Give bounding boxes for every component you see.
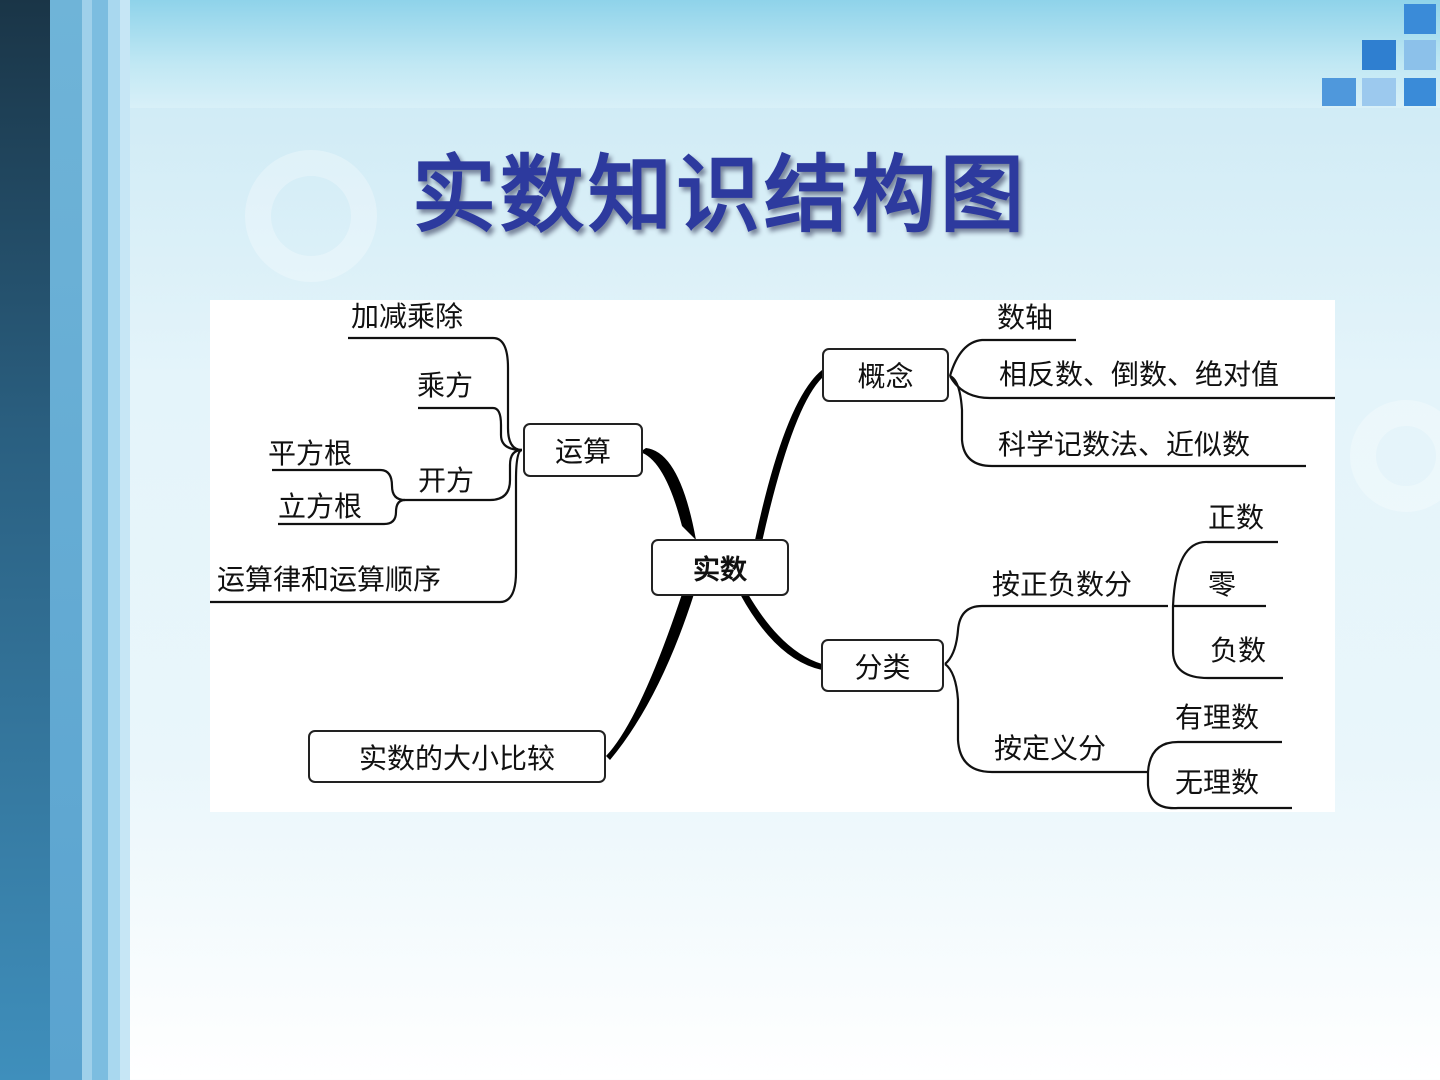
trunk-classification	[740, 594, 822, 670]
label-cube-root: 立方根	[278, 490, 363, 523]
label-number-line: 数轴	[997, 301, 1054, 334]
deco-square	[1362, 78, 1396, 106]
connector	[948, 338, 1076, 377]
node-comparison: 实数的大小比较	[308, 730, 606, 783]
connector	[278, 498, 406, 526]
connector	[1146, 740, 1282, 773]
deco-square	[1362, 40, 1396, 70]
connector	[944, 604, 1168, 665]
connector	[949, 374, 1306, 468]
top-banner	[130, 0, 1440, 108]
connector	[1171, 540, 1278, 607]
connector	[405, 448, 523, 502]
node-classification: 分类	[821, 639, 944, 692]
sidebar-stripe	[92, 0, 108, 1080]
sidebar-stripe	[120, 0, 130, 1080]
connector-lines	[210, 336, 1335, 810]
sidebar-stripe	[82, 0, 92, 1080]
mind-map: 实数 运算 概念 分类 实数的大小比较 加减乘除 乘方 开方 运算律和运算顺序 …	[210, 300, 1335, 812]
label-rational: 有理数	[1175, 701, 1260, 734]
page-title: 实数知识结构图	[411, 145, 1028, 244]
label-by-definition: 按定义分	[994, 732, 1107, 765]
connector	[418, 406, 523, 452]
connector	[949, 375, 1335, 400]
connector	[272, 468, 406, 502]
left-sidebar-decoration	[0, 0, 130, 1080]
label-square-root: 平方根	[268, 437, 353, 470]
deco-square	[1404, 40, 1436, 70]
label-positive: 正数	[1208, 501, 1265, 534]
label-add-sub-mul-div: 加减乘除	[351, 300, 464, 333]
label-opposite-reciprocal-abs: 相反数、倒数、绝对值	[999, 358, 1280, 391]
connector	[944, 663, 1148, 774]
deco-square	[1404, 78, 1436, 106]
connector	[210, 448, 523, 604]
node-operations: 运算	[523, 423, 643, 477]
deco-square	[1322, 78, 1356, 106]
deco-square	[1404, 4, 1436, 34]
label-negative: 负数	[1210, 634, 1267, 667]
trunk-concepts	[755, 370, 822, 542]
connector	[348, 336, 523, 452]
connector	[1171, 606, 1283, 680]
label-laws-order: 运算律和运算顺序	[217, 563, 442, 596]
label-irrational: 无理数	[1175, 766, 1260, 799]
sidebar-stripe	[108, 0, 120, 1080]
label-zero: 零	[1208, 568, 1237, 601]
connector	[1146, 772, 1292, 810]
center-node: 实数	[651, 539, 789, 596]
label-root: 开方	[418, 464, 475, 497]
trunk-operations	[640, 448, 696, 540]
sidebar-dark-band	[0, 0, 50, 1080]
trunk-comparison	[606, 594, 694, 760]
deco-ring	[1350, 400, 1440, 512]
label-sci-notation: 科学记数法、近似数	[998, 428, 1251, 461]
node-concepts: 概念	[822, 348, 949, 402]
label-by-sign: 按正负数分	[992, 568, 1133, 601]
sidebar-stripe	[50, 0, 82, 1080]
label-power: 乘方	[417, 369, 474, 402]
